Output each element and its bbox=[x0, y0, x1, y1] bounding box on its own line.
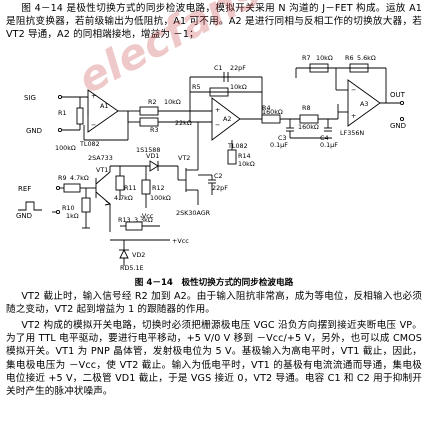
a1-label: A1 bbox=[100, 102, 108, 110]
r2-value: 10kΩ bbox=[164, 98, 181, 106]
r10-value: 1kΩ bbox=[66, 212, 79, 220]
vt1-arrow-icon bbox=[104, 200, 112, 206]
svg-text:−: − bbox=[91, 121, 96, 129]
svg-text:+: + bbox=[351, 112, 356, 120]
vd1-diode bbox=[149, 160, 159, 172]
c2-label: C2 bbox=[214, 172, 223, 180]
a3-label: A3 bbox=[360, 100, 368, 108]
r4-label: R4 bbox=[262, 104, 271, 112]
switch-driver-section: REF R9 4.7kΩ GND R10 1kΩ VT1 2SA733 R11 … bbox=[16, 122, 255, 272]
r3-value: 22kΩ bbox=[175, 119, 192, 127]
r14-label: R14 bbox=[238, 152, 251, 160]
filter-output-section: R4 160kΩ C3 0.1μF R8 160kΩ C4 0.1μF − + … bbox=[261, 54, 406, 149]
a2-part: TL082 bbox=[227, 142, 248, 150]
r2-label: R2 bbox=[148, 98, 157, 106]
sig-terminal-label: SIG bbox=[24, 94, 36, 102]
r9-label: R9 bbox=[58, 174, 67, 182]
svg-text:−: − bbox=[215, 121, 220, 129]
vd1-part: 1S1588 bbox=[136, 146, 160, 154]
svg-text:−: − bbox=[351, 86, 356, 94]
c2-value: 22pF bbox=[212, 184, 228, 192]
a3-opamp bbox=[347, 79, 381, 127]
r3-resistor bbox=[139, 117, 159, 127]
a2-label: A2 bbox=[223, 115, 231, 123]
input-section: SIG GND R1 100kΩ + − A1 TL082 bbox=[24, 89, 129, 152]
r11-value: 4.7kΩ bbox=[114, 194, 133, 202]
ref-gnd-label: GND bbox=[16, 212, 32, 220]
r5-value: 10kΩ bbox=[230, 83, 247, 91]
r6-label: R6 bbox=[345, 54, 354, 62]
r14-value: 10kΩ bbox=[238, 160, 255, 168]
c1-value: 22pF bbox=[230, 64, 246, 72]
r9-resistor bbox=[63, 183, 81, 193]
r11-label: R11 bbox=[124, 184, 137, 192]
pos-vcc-label: +Vcc bbox=[172, 237, 189, 245]
vd2-label: VD2 bbox=[132, 251, 145, 259]
r14-resistor bbox=[227, 149, 237, 165]
vt2-part: 2SK30AGR bbox=[176, 209, 211, 217]
vd1-label: VD1 bbox=[146, 152, 159, 160]
r13-label: R13 bbox=[118, 216, 131, 224]
vd2-part: RD5.1E bbox=[120, 264, 144, 272]
body-paragraph-1: VT2 截止时，输入信号经 R2 加到 A2。由于输入阻抗非常高，成为等电位，反… bbox=[6, 291, 422, 316]
r1-resistor bbox=[76, 107, 84, 125]
gnd-terminal-label: GND bbox=[26, 127, 42, 135]
intro-paragraph: 图 4－14 是极性切换方式的同步检波电路，模拟开关采用 N 沟道的 J－FET… bbox=[6, 3, 422, 41]
r8-value: 160kΩ bbox=[298, 123, 319, 131]
vt1-label: VT1 bbox=[96, 166, 108, 174]
c3-label: C3 bbox=[278, 134, 287, 142]
r7-label: R7 bbox=[302, 54, 311, 62]
r12-label: R12 bbox=[152, 184, 165, 192]
r2-resistor bbox=[139, 106, 159, 116]
r4-resistor bbox=[261, 114, 281, 124]
r10-label: R10 bbox=[62, 204, 75, 212]
vd2-zener bbox=[119, 248, 129, 259]
r4-value: 160kΩ bbox=[262, 108, 283, 116]
a3-part: LF356N bbox=[340, 129, 364, 137]
figure-caption: 图 4－14 极性切换方式的同步检波电路 bbox=[134, 278, 294, 288]
vt2-label: VT2 bbox=[178, 154, 190, 162]
r12-resistor bbox=[141, 179, 151, 195]
c4-value: 0.1μF bbox=[320, 141, 338, 149]
r1-value: 100kΩ bbox=[55, 144, 76, 152]
a1-part: TL082 bbox=[79, 140, 100, 148]
c3-value: 0.1μF bbox=[270, 141, 288, 149]
r3-label: R3 bbox=[150, 126, 159, 134]
r12-value: 100kΩ bbox=[150, 194, 171, 202]
out-gnd-label: GND bbox=[390, 122, 406, 130]
r5-label: R5 bbox=[192, 83, 201, 91]
c1-label: C1 bbox=[214, 64, 223, 72]
svg-text:+: + bbox=[215, 106, 220, 114]
r11-resistor bbox=[115, 175, 125, 191]
ref-terminal-label: REF bbox=[18, 185, 31, 193]
a1-opamp bbox=[87, 89, 119, 133]
r13-value: 3.3kΩ bbox=[134, 216, 153, 224]
r8-resistor bbox=[299, 114, 319, 124]
r1-label: R1 bbox=[58, 109, 67, 117]
r9-value: 4.7kΩ bbox=[70, 174, 89, 182]
body-paragraph-2: VT2 构成的模拟开关电路，切换时必须把栅源极电压 VGC 沿负方向摆到接近夹断… bbox=[6, 320, 422, 398]
r6-value: 5.6kΩ bbox=[357, 54, 376, 62]
r6-resistor bbox=[349, 63, 369, 73]
r7-value: 10kΩ bbox=[316, 54, 333, 62]
r7-resistor bbox=[309, 63, 329, 73]
r10-resistor bbox=[81, 197, 91, 213]
a2-opamp bbox=[211, 97, 241, 141]
out-terminal-label: OUT bbox=[390, 91, 406, 99]
r5-resistor bbox=[209, 87, 229, 97]
r8-label: R8 bbox=[302, 104, 311, 112]
pulse-icon bbox=[18, 201, 42, 211]
switching-amp-section: R2 10kΩ R3 22kΩ + − A2 TL082 C1 22pF R5 … bbox=[127, 64, 263, 150]
neg-vcc-label: -Vcc bbox=[140, 212, 154, 220]
svg-text:+: + bbox=[91, 92, 96, 100]
vt1-part: 2SA733 bbox=[88, 154, 113, 162]
